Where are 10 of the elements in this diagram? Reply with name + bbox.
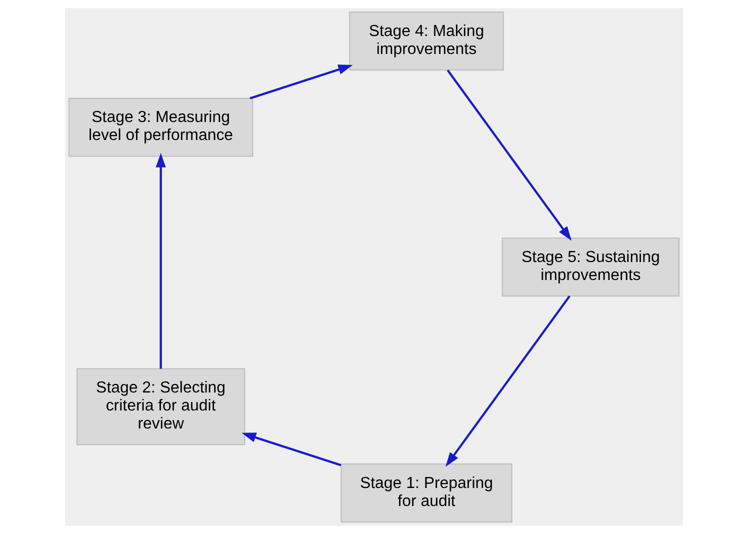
arrow [241, 432, 341, 466]
node-box: Stage 1: Preparing for audit [340, 464, 512, 522]
node-box: Stage 3: Measuring level of performance [68, 98, 253, 157]
arrow [445, 295, 570, 467]
arrow [155, 152, 166, 369]
node-box: Stage 5: Sustaining improvements [501, 238, 679, 296]
arrow [446, 69, 572, 241]
arrow [249, 64, 352, 100]
node-box: Stage 2: Selecting criteria for audit review [76, 368, 245, 446]
node-box: Stage 4: Making improvements [348, 12, 504, 70]
